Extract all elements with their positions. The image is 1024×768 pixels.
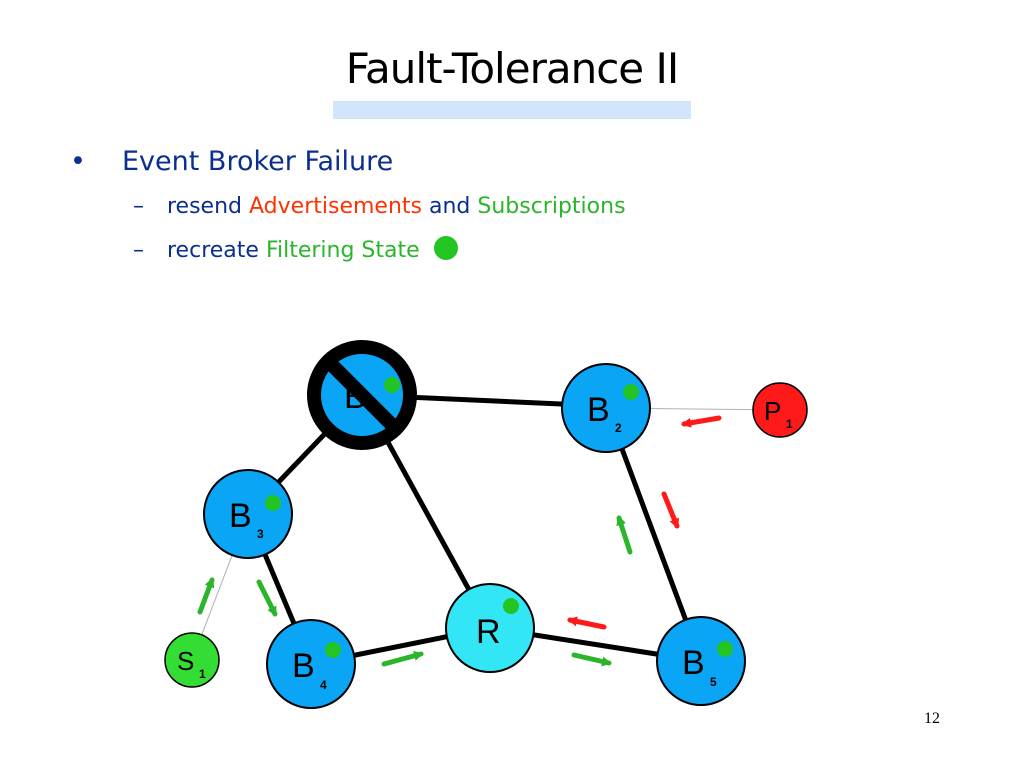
page-number: 12 bbox=[924, 710, 940, 727]
node-b3: B 3 bbox=[203, 469, 293, 559]
subscription-arrow bbox=[197, 577, 215, 615]
bullet-text: Event Broker Failure bbox=[122, 146, 394, 177]
advertisements-text: Advertisements bbox=[249, 194, 422, 219]
node-b2-subscript: 2 bbox=[615, 421, 622, 435]
subscription-arrows bbox=[197, 515, 633, 667]
advertisement-arrow bbox=[681, 415, 722, 428]
green-dot-icon bbox=[384, 377, 400, 393]
node-b2: B 2 bbox=[561, 363, 651, 453]
node-b5: B 5 bbox=[656, 616, 746, 706]
node-b1: B bbox=[307, 340, 417, 450]
no-sign-icon bbox=[307, 340, 417, 450]
node-p1-label: P bbox=[764, 396, 781, 426]
node-s1: S 1 bbox=[164, 632, 220, 688]
title-underline bbox=[333, 101, 691, 119]
node-b5-label: B bbox=[682, 644, 705, 682]
filtering-state-text: Filtering State bbox=[265, 238, 420, 263]
green-dot-icon bbox=[433, 236, 458, 260]
green-dot-icon bbox=[717, 641, 733, 657]
node-b3-label: B bbox=[229, 497, 252, 535]
advertisement-arrow bbox=[661, 491, 680, 529]
advertisement-arrow bbox=[567, 616, 607, 630]
node-r: R bbox=[445, 583, 535, 673]
node-r-label: R bbox=[476, 613, 501, 651]
subscription-arrow bbox=[381, 650, 424, 667]
slide-title: Fault-Tolerance II bbox=[345, 44, 680, 93]
sub-bullet-dash: – bbox=[133, 194, 144, 219]
bullet-marker: • bbox=[70, 146, 86, 177]
subscription-arrow bbox=[256, 579, 278, 617]
node-s1-label: S bbox=[177, 646, 194, 676]
node-p1-subscript: 1 bbox=[786, 417, 793, 431]
green-dot-icon bbox=[325, 642, 341, 658]
node-b4-label: B bbox=[292, 647, 315, 685]
node-b4: B 4 bbox=[266, 619, 356, 709]
sub-bullet-recreate: –recreate Filtering State bbox=[133, 235, 459, 263]
node-b2-label: B bbox=[587, 391, 610, 429]
recreate-text: recreate bbox=[167, 238, 259, 263]
and-text: and bbox=[428, 194, 471, 219]
node-b5-subscript: 5 bbox=[710, 675, 717, 689]
node-p1: P 1 bbox=[752, 382, 808, 438]
advertisement-arrows bbox=[567, 415, 722, 630]
node-b3-subscript: 3 bbox=[257, 527, 264, 541]
no-sign-slash bbox=[324, 357, 400, 433]
node-s1-subscript: 1 bbox=[199, 667, 206, 681]
node-b4-subscript: 4 bbox=[320, 678, 327, 692]
subscription-arrow bbox=[616, 515, 633, 555]
green-dot-icon bbox=[623, 384, 639, 400]
subscriptions-text: Subscriptions bbox=[477, 194, 626, 219]
green-dot-icon bbox=[503, 598, 519, 614]
sub-bullet-dash: – bbox=[133, 238, 144, 263]
green-dot-icon bbox=[265, 495, 281, 511]
resend-text: resend bbox=[167, 194, 243, 219]
sub-bullet-resend: –resend Advertisements and Subscriptions bbox=[133, 194, 626, 219]
subscription-arrow bbox=[571, 652, 612, 667]
